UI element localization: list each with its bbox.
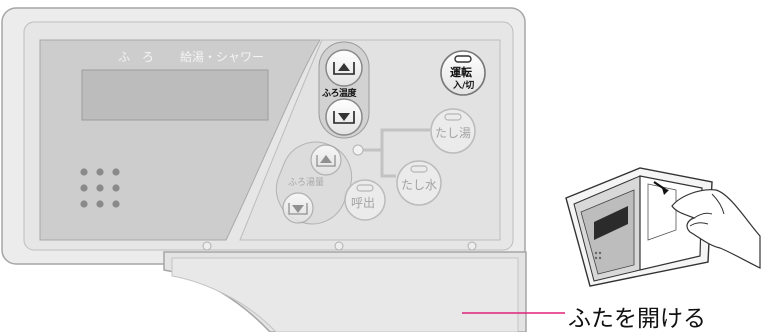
lcd-window xyxy=(81,69,269,121)
display-label-supply: 給湯・シャワー xyxy=(180,50,265,64)
add-hot-button[interactable] xyxy=(430,108,476,154)
call-label: 呼出 xyxy=(351,196,376,210)
add-hot-label: たし湯 xyxy=(435,126,472,140)
temp-down-button[interactable] xyxy=(325,98,363,136)
indicator-led xyxy=(352,144,364,156)
temp-up-button[interactable] xyxy=(325,49,363,87)
lid-inner xyxy=(171,257,519,332)
add-water-label: たし水 xyxy=(401,178,438,192)
power-label-bottom: 入/切 xyxy=(453,81,475,91)
inset-remote-illustration xyxy=(565,167,761,287)
screw-heads xyxy=(202,241,477,251)
temp-label: ふろ温度 xyxy=(322,89,357,99)
level-down-button[interactable] xyxy=(282,192,314,224)
callout-text: ふたを開ける xyxy=(568,306,706,332)
level-label: ふろ湯量 xyxy=(288,178,325,188)
power-label-top: 運転 xyxy=(450,66,472,79)
display-label-bath: ふ ろ xyxy=(118,50,158,64)
power-button[interactable] xyxy=(440,50,486,96)
speaker-grille xyxy=(80,168,120,208)
connector-lines xyxy=(362,128,430,178)
add-water-button[interactable] xyxy=(396,160,442,206)
level-up-button[interactable] xyxy=(310,144,342,176)
call-button[interactable] xyxy=(344,179,386,221)
